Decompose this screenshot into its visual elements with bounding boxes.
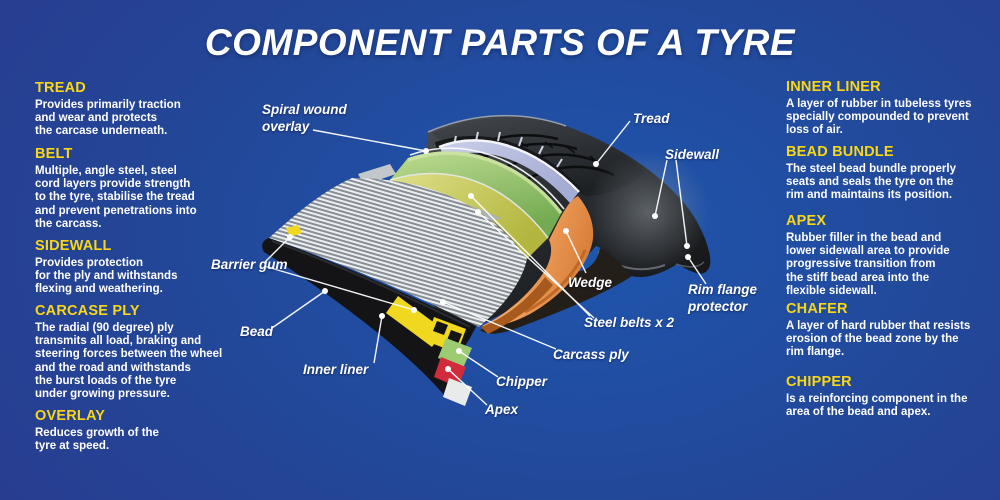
section-body: Multiple, angle steel, steel cord layers… <box>35 165 197 230</box>
label-inner-liner: Inner liner <box>303 362 369 377</box>
label-carcass-ply: Carcass ply <box>553 347 629 362</box>
section-chipper: CHIPPER Is a reinforcing component in th… <box>786 374 998 419</box>
section-chafer: CHAFER A layer of hard rubber that resis… <box>786 301 998 360</box>
label-spiral-wound-overlay: Spiral wound overlay <box>262 102 347 134</box>
label-bead: Bead <box>240 324 274 339</box>
section-heading: CHAFER <box>786 301 848 317</box>
label-steel-belts: Steel belts x 2 <box>584 315 675 330</box>
section-body: A layer of rubber in tubeless tyres spec… <box>786 98 972 137</box>
section-overlay: OVERLAY Reduces growth of the tyre at sp… <box>35 408 270 453</box>
section-body: A layer of hard rubber that resists eros… <box>786 320 971 359</box>
page-title: COMPONENT PARTS OF A TYRE <box>204 22 796 63</box>
section-heading: INNER LINER <box>786 79 881 95</box>
section-belt: BELT Multiple, angle steel, steel cord l… <box>35 146 270 231</box>
section-heading: BEAD BUNDLE <box>786 144 894 160</box>
leader-dots <box>287 148 691 372</box>
leader-lines <box>263 120 707 406</box>
section-carcase-ply: CARCASE PLY The radial (90 degree) ply t… <box>35 303 270 401</box>
section-heading: CHIPPER <box>786 374 852 390</box>
label-apex: Apex <box>485 402 519 417</box>
label-rim-flange-protector: Rim flange protector <box>688 282 758 314</box>
section-body: Provides protection for the ply and with… <box>35 257 178 296</box>
section-heading: OVERLAY <box>35 408 106 424</box>
label-tread: Tread <box>633 111 670 126</box>
section-inner-liner: INNER LINER A layer of rubber in tubeles… <box>786 79 998 138</box>
section-heading: BELT <box>35 146 73 162</box>
label-barrier-gum: Barrier gum <box>211 257 288 272</box>
label-sidewall: Sidewall <box>665 147 720 162</box>
section-sidewall: SIDEWALL Provides protection for the ply… <box>35 238 270 297</box>
section-heading: SIDEWALL <box>35 238 112 254</box>
section-apex: APEX Rubber filler in the bead and lower… <box>786 213 998 298</box>
section-heading: TREAD <box>35 80 86 96</box>
section-tread: TREAD Provides primarily traction and we… <box>35 80 270 139</box>
spiral-overlay-layer <box>438 139 580 203</box>
section-body: Rubber filler in the bead and lower side… <box>786 232 950 297</box>
section-body: The steel bead bundle properly seats and… <box>786 163 956 202</box>
section-heading: APEX <box>786 213 827 229</box>
section-body: Reduces growth of the tyre at speed. <box>35 427 159 453</box>
apex-cut <box>434 357 466 387</box>
label-wedge: Wedge <box>568 275 613 290</box>
carcass-ply-layer <box>269 178 527 327</box>
section-body: Is a reinforcing component in the area o… <box>786 393 968 419</box>
section-bead-bundle: BEAD BUNDLE The steel bead bundle proper… <box>786 144 998 203</box>
label-chipper: Chipper <box>496 374 548 389</box>
chafer-layer <box>481 277 553 334</box>
section-heading: CARCASE PLY <box>35 303 140 319</box>
section-body: Provides primarily traction and wear and… <box>35 99 181 138</box>
section-body: The radial (90 degree) ply transmits all… <box>35 322 223 401</box>
